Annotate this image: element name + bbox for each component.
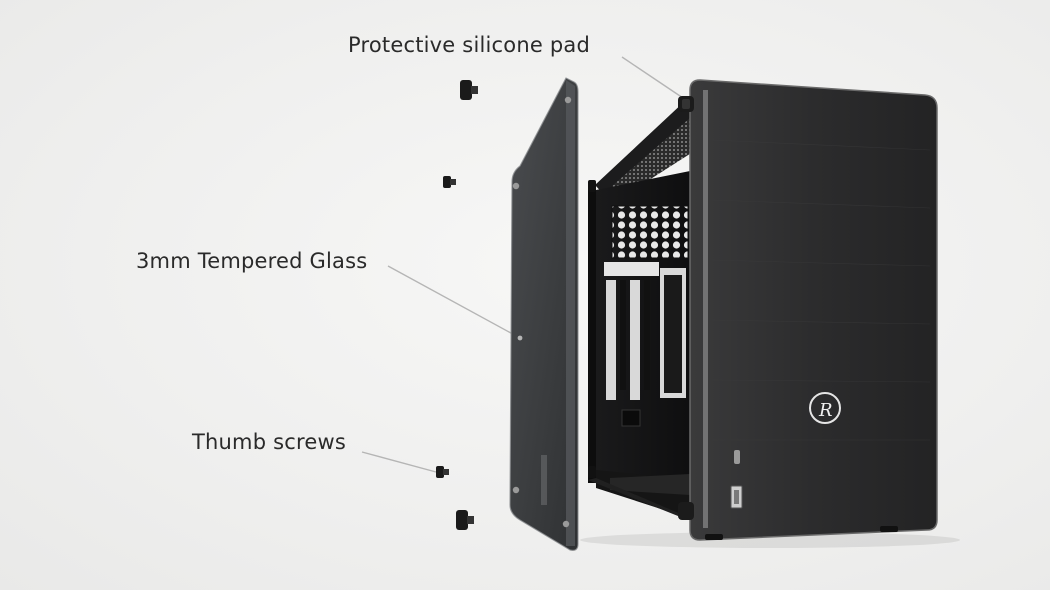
callout-tempered-glass: 3mm Tempered Glass [136,249,368,273]
thumb-screw-icon [456,510,474,530]
leader-line-screws [361,451,437,473]
brand-logo-icon [809,392,841,424]
case-interior [588,100,700,520]
thumb-screw-icon [443,176,456,188]
tempered-glass-panel [509,77,579,551]
case-body [689,79,938,541]
leader-line-pad [621,56,687,101]
thumb-screw-icon [460,80,478,100]
callout-silicone-pad: Protective silicone pad [348,33,590,57]
silicone-pad-icon [588,96,694,520]
callout-thumb-screws: Thumb screws [192,430,347,454]
leader-line-glass [387,265,521,339]
thumb-screw-icon [436,466,449,478]
brand-logo-glyph: R [818,400,833,421]
